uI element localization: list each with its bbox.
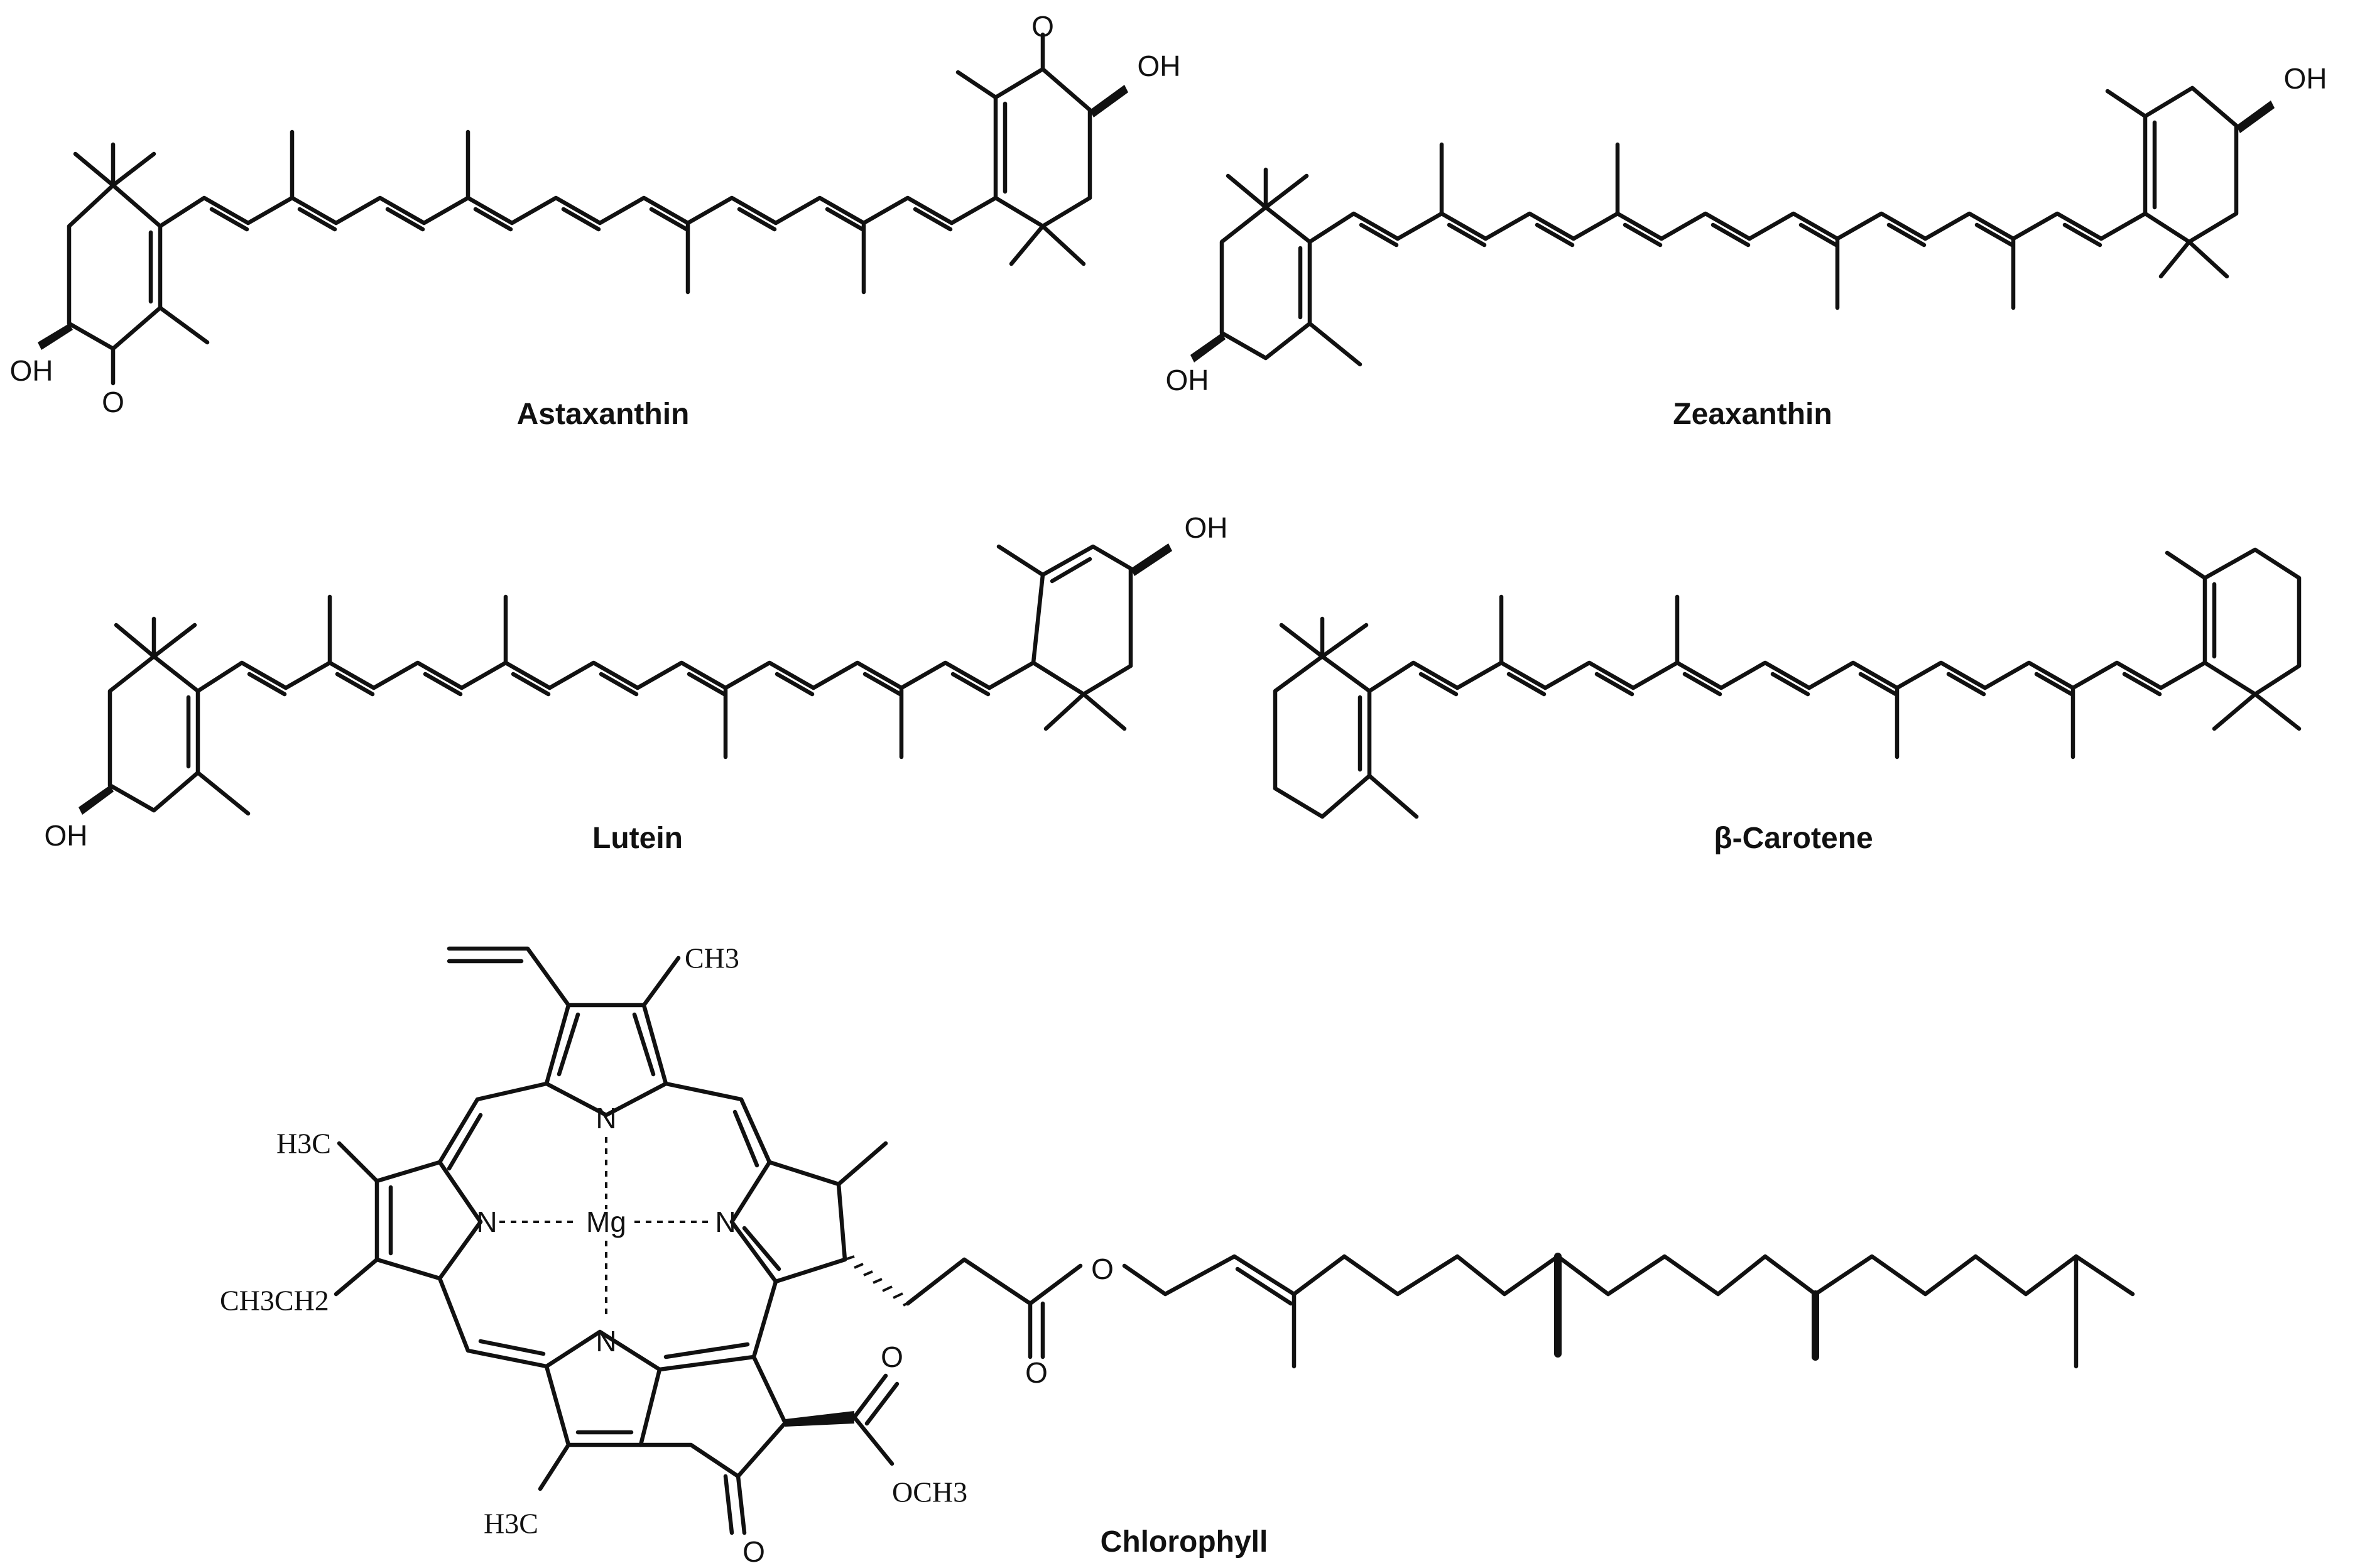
chlorophyll-h3c-left: H3C <box>276 1128 331 1160</box>
lutein-oh-left: OH <box>45 819 88 852</box>
lutein-right-ring <box>1031 544 1133 697</box>
zeaxanthin-right-ring <box>2143 85 2239 244</box>
zeaxanthin-caption: Zeaxanthin <box>1673 398 1832 431</box>
lutein-caption: Lutein <box>592 822 683 855</box>
zeaxanthin-oh-right: OH <box>2284 62 2327 95</box>
chlorophyll-ch3-top: CH3 <box>685 942 739 974</box>
chlorophyll-o-ester: O <box>1091 1253 1114 1285</box>
carotene-polyene-chain <box>1367 660 2207 694</box>
chlorophyll-o-carbonyl: O <box>881 1341 903 1373</box>
zeaxanthin-polyene-chain <box>1307 211 2148 244</box>
lutein-structure <box>79 543 1172 816</box>
chlorophyll-och3: OCH3 <box>892 1476 967 1508</box>
lutein-left-ring <box>107 654 200 813</box>
astaxanthin-left-ring <box>67 183 163 351</box>
zeaxanthin-oh-left: OH <box>1166 364 1209 396</box>
chlorophyll-mg-label: Mg <box>586 1206 626 1238</box>
chlorophyll-structure <box>334 946 2135 1535</box>
zeaxanthin-structure <box>1190 85 2275 367</box>
astaxanthin-oh-left: OH <box>10 354 53 387</box>
zeaxanthin-left-ring <box>1219 205 1312 361</box>
chlorophyll-n-top: N <box>596 1102 616 1135</box>
astaxanthin-structure <box>38 32 1128 386</box>
lutein-polyene-chain <box>195 660 1036 694</box>
chlorophyll-n-bottom: N <box>596 1325 616 1358</box>
astaxanthin-o-left: O <box>102 386 124 418</box>
chlorophyll-n-left: N <box>476 1206 497 1238</box>
chlorophyll-o-ester-carbonyl: O <box>1025 1356 1048 1389</box>
chlorophyll-caption: Chlorophyll <box>1101 1525 1268 1559</box>
chlorophyll-n-right: N <box>715 1206 736 1238</box>
lutein-oh-right: OH <box>1185 511 1228 544</box>
astaxanthin-right-ring <box>993 67 1092 229</box>
carotene-right-ring <box>2202 547 2302 697</box>
chlorophyll-o-ketone: O <box>742 1535 765 1568</box>
chlorophyll-ch3ch2: CH3CH2 <box>220 1285 329 1317</box>
astaxanthin-caption: Astaxanthin <box>517 398 690 431</box>
astaxanthin-oh-right: OH <box>1138 50 1181 82</box>
astaxanthin-polyene-chain <box>158 195 998 229</box>
chlorophyll-h3c-bottom: H3C <box>484 1508 538 1540</box>
phytyl-chain <box>1122 1254 2135 1297</box>
astaxanthin-o-right: O <box>1031 10 1054 43</box>
carotene-caption: β-Carotene <box>1714 822 1873 855</box>
carotene-left-ring <box>1273 654 1372 819</box>
carotene-structure <box>1273 547 2302 819</box>
